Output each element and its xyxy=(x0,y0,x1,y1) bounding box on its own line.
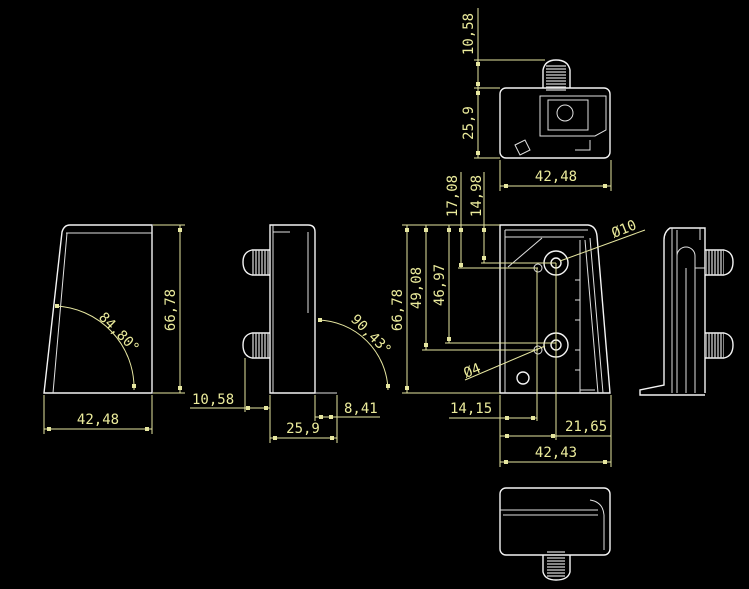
dim-upper-hole: 17,08 xyxy=(445,172,538,269)
top-view: 10,58 25,9 42,48 xyxy=(461,8,612,191)
dim-hole-horizontal: 21,65 xyxy=(500,419,611,438)
dim-pin-horizontal: 14,15 xyxy=(449,401,537,420)
dim-label: 14,15 xyxy=(450,401,492,417)
dim-label: 42,43 xyxy=(535,445,577,461)
dim-label: 17,08 xyxy=(445,175,461,217)
dim-label: 14,98 xyxy=(469,175,485,217)
dim-lower-hole: 49,08 xyxy=(409,225,538,351)
dim-width: 42,43 xyxy=(500,445,611,464)
dim-label: 90,43° xyxy=(347,312,394,359)
dim-label: 10,58 xyxy=(461,13,477,55)
dim-label: 8,41 xyxy=(344,401,378,417)
dim-depth: 25,9 xyxy=(270,395,338,443)
front-view-holes: 66,78 49,08 46,97 17,08 14,98 xyxy=(390,172,646,467)
dim-stud-offset: 10,58 xyxy=(190,358,271,443)
dim-label: 84,80° xyxy=(95,310,142,357)
side-view-right xyxy=(639,227,734,396)
dim-label: 46,97 xyxy=(432,264,448,306)
dim-label: Ø10 xyxy=(610,217,639,241)
side-view-left: 10,58 25,9 8,41 90,43° xyxy=(190,224,394,443)
front-view: 42,48 66,78 84,80° xyxy=(43,224,185,434)
dim-step: 8,41 xyxy=(314,395,380,421)
dim-large-hole-dia: Ø10 xyxy=(559,217,646,262)
dim-label: 25,9 xyxy=(461,106,477,140)
dim-height: 66,78 xyxy=(390,225,409,393)
dim-width: 42,48 xyxy=(499,160,612,191)
dim-label: 42,48 xyxy=(535,169,577,185)
dim-label: 66,78 xyxy=(390,289,406,331)
dim-label: 25,9 xyxy=(286,421,320,437)
dim-stud-height: 10,58 xyxy=(461,8,545,159)
dim-small-hole-dia: Ø4 xyxy=(462,345,546,382)
bottom-view xyxy=(499,487,611,581)
dim-upper-pin: 14,98 xyxy=(469,172,556,264)
dim-label: 10,58 xyxy=(192,392,234,408)
dim-width: 42,48 xyxy=(43,395,153,434)
dim-label: Ø4 xyxy=(462,361,484,382)
dim-label: 21,65 xyxy=(565,419,607,435)
dim-angle: 90,43° xyxy=(317,312,394,391)
dim-label: 49,08 xyxy=(409,267,425,309)
dim-label: 66,78 xyxy=(163,289,179,331)
dim-height: 66,78 xyxy=(153,224,185,394)
dim-depth: 25,9 xyxy=(461,91,480,155)
dim-angle: 84,80° xyxy=(54,304,142,391)
dim-label: 42,48 xyxy=(77,412,119,428)
